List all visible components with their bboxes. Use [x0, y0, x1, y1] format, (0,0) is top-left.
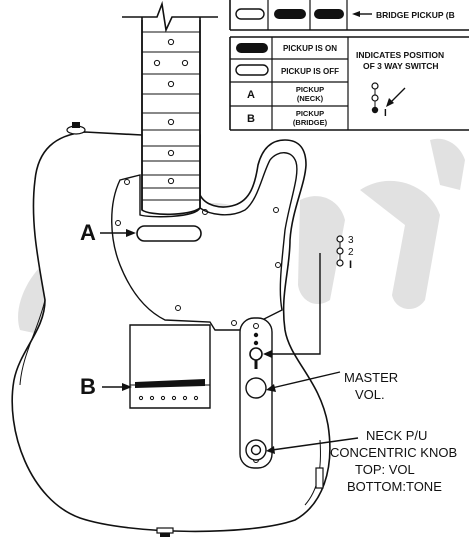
legend-row-b-line2: (BRIDGE) — [293, 118, 328, 127]
bridge-assembly — [129, 324, 211, 409]
legend-row-a-line2: (NECK) — [297, 94, 324, 103]
switch-position-icon — [336, 235, 344, 267]
output-jack — [315, 467, 324, 489]
concentric-knob — [245, 439, 267, 461]
frets — [142, 31, 200, 201]
master-label-line1: MASTER — [344, 370, 398, 385]
switch-callout-arrowhead — [263, 350, 272, 358]
legend-on-swatch — [236, 43, 268, 53]
neck-knob-callout-line — [271, 437, 359, 451]
legend-switch-icon — [371, 82, 406, 114]
bridge-pickup — [135, 379, 205, 388]
legend-bridge-header: BRIDGE PICKUP (B — [376, 10, 455, 20]
strap-button-bottom — [156, 527, 174, 537]
master-callout-arrowhead — [266, 384, 276, 392]
legend-pickup-off: PICKUP IS OFF — [281, 67, 339, 76]
label-pickup-b: B — [80, 374, 96, 399]
neck-knob-label-line1: NECK P/U — [366, 428, 427, 443]
legend-off-swatch-header — [235, 8, 265, 20]
master-volume-knob — [245, 377, 267, 399]
neck-knob-label-line4: BOTTOM:TONE — [347, 479, 442, 494]
switch-callout-line — [270, 253, 321, 355]
switch-pos-2-label: 2 — [348, 247, 354, 258]
arrow-a-head — [126, 229, 136, 237]
legend-table: BRIDGE PICKUP (B PICKUP IS ON PICKUP IS … — [229, 0, 469, 131]
pickguard — [111, 152, 298, 331]
neck-break-mask — [120, 0, 220, 20]
body-edge-binding — [19, 299, 46, 386]
switch-pos-3-label: 3 — [348, 235, 354, 246]
neck-break-line — [122, 0, 218, 33]
master-callout-line — [271, 371, 341, 389]
neck-knob-label-line2: CONCENTRIC KNOB — [330, 445, 457, 460]
arrow-b-head — [122, 383, 132, 391]
selector-switch — [249, 347, 263, 369]
legend-pickup-on: PICKUP IS ON — [283, 44, 337, 53]
legend-row-a-key: A — [247, 89, 255, 101]
neck-knob-label-line3: TOP: VOL — [355, 462, 415, 477]
legend-on-swatch-header-1 — [274, 9, 306, 19]
legend-switch-note-line2: OF 3 WAY SWITCH — [363, 61, 439, 71]
master-label-line2: VOL. — [355, 387, 385, 402]
legend-row-a-line1: PICKUP — [296, 85, 324, 94]
switch-pos-1-label: I — [349, 259, 352, 271]
neck-pickup — [136, 225, 202, 242]
legend-switch-mark: I — [384, 108, 387, 119]
legend-off-swatch — [235, 64, 269, 76]
legend-row-b-line1: PICKUP — [296, 109, 324, 118]
legend-on-swatch-header-2 — [314, 9, 344, 19]
strap-button-top — [66, 122, 86, 135]
neck-knob-callout-arrowhead — [266, 446, 275, 454]
pickguard-screws — [115, 179, 281, 326]
legend-switch-note-line1: INDICATES POSITION — [356, 50, 444, 60]
label-pickup-a: A — [80, 220, 96, 245]
legend-row-b-key: B — [247, 113, 255, 125]
fret-markers — [153, 38, 189, 185]
